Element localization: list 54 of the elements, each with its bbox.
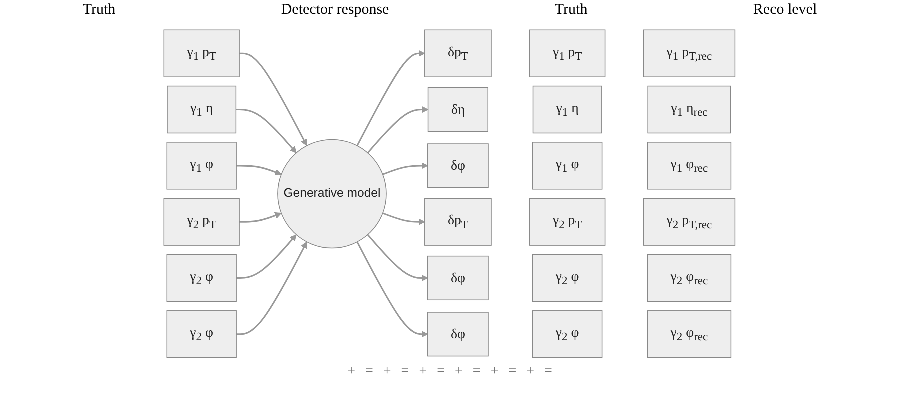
operator-sign: + [419,364,428,381]
node-box [532,310,604,358]
operator-sign: + [455,364,463,381]
node-box [164,198,240,246]
column-heading: Detector response [281,2,390,20]
arrow [236,165,282,176]
arrow [368,106,429,154]
node-box [648,142,732,190]
arrow [357,50,426,146]
operator-sign: + [348,364,356,381]
operator-sign: = [508,364,517,381]
node-box [428,88,489,132]
node-circle [278,139,388,249]
node-box [530,30,606,78]
node-box [644,30,736,78]
operator-sign: = [544,364,552,381]
node-box [167,310,238,358]
node-box [167,142,238,190]
arrow [236,234,298,279]
arrow [236,242,308,336]
node-box [167,254,238,302]
column-heading: Truth [554,2,588,20]
node-box [164,30,240,78]
node-box [644,198,736,246]
node-box [428,256,490,300]
node-box [648,254,732,302]
operator-sign: + [490,364,499,381]
node-box [533,86,603,134]
node-box [167,86,237,134]
operator-sign: = [365,364,374,381]
operator-sign: + [383,364,392,381]
node-box [530,198,606,246]
operator-sign: + [526,364,535,381]
operator-sign: = [472,364,481,381]
arrow [240,52,308,146]
column-heading: Reco level [753,2,818,20]
column-heading: Truth [82,2,116,20]
operator-sign: = [401,364,410,381]
node-box [428,144,490,188]
flowchart-drawing: γ$_{1}$ p$_{T}$ γ$_{1}$ η γ$_{1}$ φ γ$_{2}$ p$_{T}$ γ$_{2}$ φ γ$_{2}$ φ Generative model δp$_{T}$ δη δφ δp$_{T}$ δφ δφ γ$_{1}$ p$_{T}$ γ$_{1}$ η γ$_{1}$ φ γ$_{2}$ p$_{T}$ γ$_{2}$ φ γ$_{2}$ φ γ$_{1}$ p$_{T,rec}$ γ$_{1}$ η$_{rec}$ γ$_{1}$ φ$_{rec}$ γ$_{2}$ p$_{T,rec}$ γ$_{2}$ φ$_{rec}$ γ$_{2}$ φ$_{rec}$ [158,24,742,364]
arrow [357,242,429,338]
operator-sign: = [437,364,445,381]
node-box [532,254,604,302]
arrow [382,162,429,176]
arrow [240,212,282,223]
node-box [648,86,732,134]
node-box [532,142,604,190]
arrow [236,109,298,154]
node-box [424,198,492,246]
node-box [424,30,492,78]
arrow [368,234,429,282]
arrow [382,212,426,226]
node-box [428,312,490,357]
node-box [648,310,732,358]
